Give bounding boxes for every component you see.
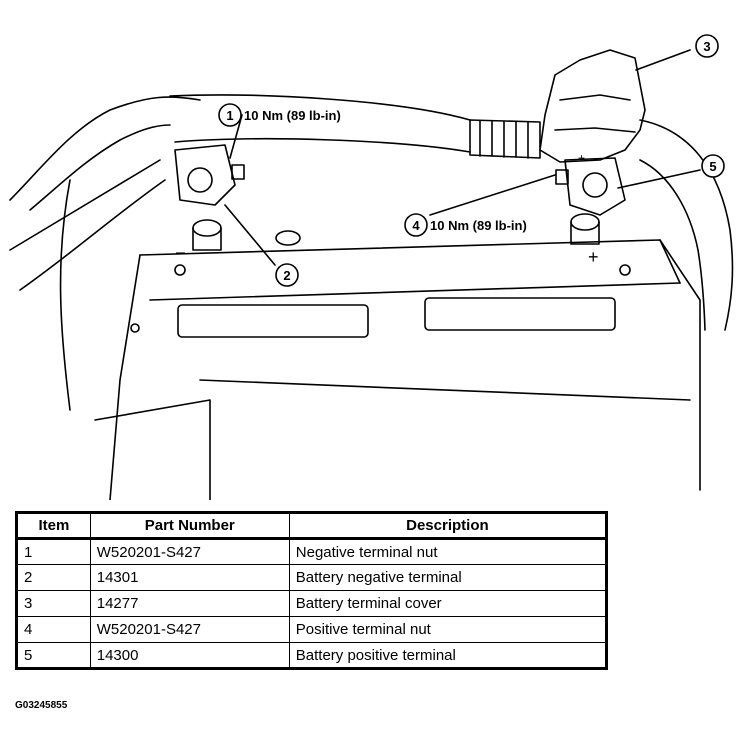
figure-id: G03245855 [15,700,68,711]
table-row: 2 14301 Battery negative terminal [16,564,608,591]
cell-item: 3 [16,590,91,617]
cell-description: Battery terminal cover [288,590,608,617]
callout-circle-1 [218,103,242,127]
callout-num-3: 3 [703,39,710,54]
upper-harness-lower [174,138,471,153]
left-hose-outline [9,96,201,201]
battery-front-edge [109,254,141,500]
positive-post-body [570,221,600,245]
callout-num-5: 5 [709,159,716,174]
battery-side-edge [659,239,681,284]
negative-post [192,219,222,237]
table-row: 1 W520201-S427 Negative terminal nut [16,538,608,565]
leader-1 [229,114,243,159]
callout-circle-5 [701,154,725,178]
header-description: Description [288,512,608,539]
callout-label-1: 10 Nm (89 lb-in) [244,108,341,123]
left-cable-1 [9,159,161,251]
right-hose-inner [639,159,706,331]
battery-hold-down [94,399,211,500]
positive-clamp [564,157,626,216]
callout-label-4: 10 Nm (89 lb-in) [430,218,527,233]
cell-description: Battery negative terminal [288,564,608,591]
callout-circle-4 [404,213,428,237]
callout-num-4: 4 [412,218,420,233]
parts-table: Item Part Number Description 1 W520201-S… [15,511,608,670]
left-cable-2 [19,179,166,291]
positive-clamp-bolt [582,172,608,198]
cell-part-number: 14301 [89,564,290,591]
table-row: 3 14277 Battery terminal cover [16,590,608,617]
fill-cap [275,230,301,246]
cell-item: 2 [16,564,91,591]
cover-positive-sign: + [578,151,585,165]
battery-terminal-diagram: 1 10 Nm (89 lb-in) 2 3 4 10 Nm (89 lb-in… [9,34,734,500]
negative-nut [231,164,245,180]
positive-post [570,213,600,231]
cell-item: 4 [16,616,91,643]
callout-circle-3 [695,34,719,58]
cell-item: 5 [16,642,91,669]
negative-clamp [174,144,236,206]
positive-nut [555,169,569,185]
cell-description: Positive terminal nut [288,616,608,643]
bolt-hole-front [130,323,140,333]
battery-lower-line [199,379,691,401]
header-item: Item [16,512,91,539]
upper-harness [169,94,471,121]
bolt-hole-left [174,264,186,276]
cell-part-number: W520201-S427 [89,616,290,643]
cell-description: Negative terminal nut [288,538,608,565]
leader-4 [429,174,556,216]
leader-2 [224,204,276,266]
cell-part-number: W520201-S427 [89,538,290,565]
right-hose-outline [639,119,734,331]
leader-5 [617,169,701,189]
cell-part-number: 14277 [89,590,290,617]
header-part-number: Part Number [89,512,290,539]
cell-description: Battery positive terminal [288,642,608,669]
table-row: 5 14300 Battery positive terminal [16,642,608,669]
callout-circle-2 [275,263,299,287]
table-row: 4 W520201-S427 Positive terminal nut [16,616,608,643]
table-header-row: Item Part Number Description [16,512,608,539]
battery-mid-line [149,282,681,301]
callout-num-1: 1 [226,108,233,123]
positive-cable [469,119,541,159]
negative-sign: – [176,244,185,261]
terminal-cover [539,49,646,163]
left-hose-inner [29,124,171,211]
negative-clamp-bolt [187,167,213,193]
leader-3 [635,49,691,71]
positive-sign: + [588,247,599,267]
cell-part-number: 14300 [89,642,290,669]
cell-item: 1 [16,538,91,565]
negative-post-body [192,227,222,251]
left-fender [59,179,71,411]
vent-right [424,297,616,331]
vent-left [177,304,369,338]
bolt-hole-right [619,264,631,276]
battery-top [139,239,701,491]
callout-num-2: 2 [283,268,290,283]
